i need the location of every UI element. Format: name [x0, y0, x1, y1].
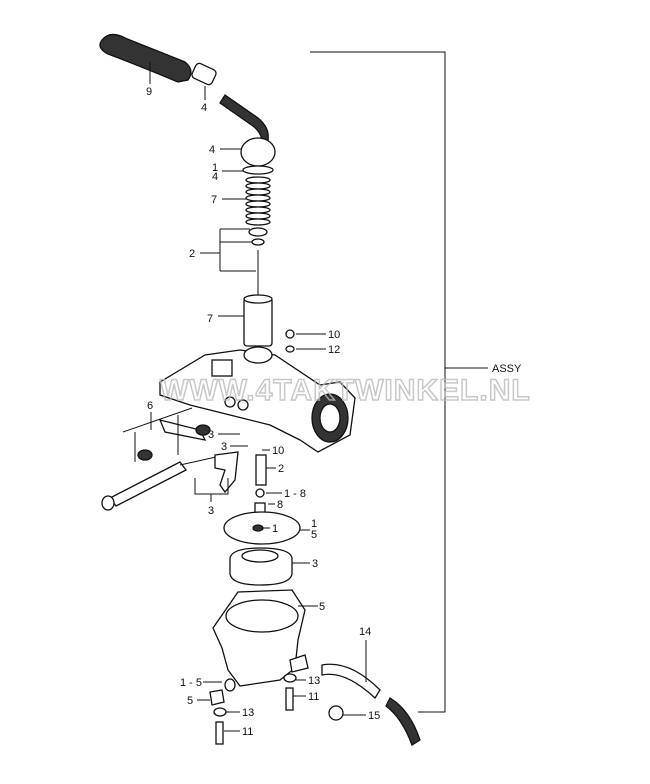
leader-lines — [122, 62, 367, 732]
callout-washer-top: 12 — [328, 344, 340, 356]
callout-washer-low-right: 13 — [308, 675, 320, 687]
callout-bowl: 5 — [319, 601, 325, 613]
callout-drain-washer: 1 - 5 — [180, 677, 202, 689]
watermark: WWW.4TAKTWINKEL.NL — [160, 374, 531, 407]
callout-screw-mid: 10 — [272, 445, 284, 457]
callout-grip-tube: 9 — [146, 86, 152, 98]
assy-bracket — [310, 51, 488, 713]
callout-hose: 14 — [359, 626, 371, 638]
callout-gasket-b: 5 — [311, 529, 317, 541]
idle-screw-set — [101, 419, 211, 511]
throttle-cable-parts — [99, 33, 276, 347]
callout-drain-plug: 5 — [187, 695, 193, 707]
callout-main-jet: 8 — [277, 499, 283, 511]
callouts: 9 4 4 1 4 7 2 7 10 12 6 3 3 10 2 1 - 8 8… — [146, 86, 380, 738]
callout-float-set: 3 — [208, 505, 214, 517]
callout-float-center: 1 — [272, 523, 278, 535]
callout-oring: 1 - 8 — [284, 488, 306, 500]
callout-gasket-a: 1 — [311, 518, 317, 530]
assy-label: ASSY — [492, 363, 522, 375]
callout-washer-low-left: 13 — [242, 707, 254, 719]
carburetor-body — [159, 346, 356, 453]
callout-bolt-low-left: 11 — [242, 726, 253, 738]
fuel-hose — [321, 663, 421, 746]
callout-screw-top: 10 — [328, 329, 340, 341]
callout-float: 3 — [312, 558, 318, 570]
callout-washer-a: 1 — [212, 162, 218, 174]
callout-slide: 7 — [207, 313, 213, 325]
callout-plate: 3 — [221, 441, 227, 453]
callout-washer-b: 4 — [212, 171, 218, 183]
callout-pin: 3 — [208, 429, 214, 441]
callout-bolt-low-right: 11 — [308, 691, 319, 703]
callout-clip: 15 — [368, 710, 380, 722]
callout-needle-set: 2 — [189, 248, 195, 260]
callout-spring: 7 — [211, 194, 217, 206]
callout-top-nut: 4 — [209, 144, 215, 156]
float-bowl — [209, 589, 309, 745]
callout-jet-holder: 2 — [278, 463, 284, 475]
callout-idle-screw-set: 6 — [147, 400, 153, 412]
callout-cap-sleeve: 4 — [201, 102, 207, 114]
